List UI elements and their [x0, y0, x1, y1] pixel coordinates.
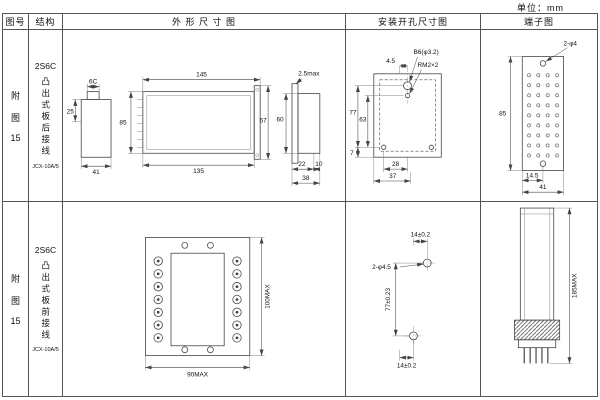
fig-char-1: 附 — [10, 90, 20, 101]
row1-fig-no: 附 图 15 — [3, 30, 29, 202]
socket-front-view — [145, 237, 251, 357]
type-code: JCX-10A/5 — [32, 163, 59, 170]
profile-view: 2.5max 60 22 10 38 — [276, 71, 323, 187]
socket-dimensions: 90MAX 100MAX — [145, 237, 271, 378]
dim-b6: B6(φ3.2) — [413, 49, 438, 56]
row2-mounting-drawing: 14±0.2 2-φ4.5 77±0.23 14±0.2 — [346, 202, 481, 396]
fig-char-2: 图 — [10, 112, 20, 123]
terminal-rear-svg: 2-φ4 85 14.5 41 — [499, 41, 578, 196]
dim-25: 25 — [67, 109, 75, 116]
dim-135: 135 — [193, 168, 204, 175]
dim-6c: 6C — [89, 79, 98, 86]
dim-4-5: 4.5 — [386, 58, 395, 65]
outline-rear-wiring-svg: 6C 25 41 — [67, 71, 323, 187]
dim-67: 67 — [260, 117, 268, 124]
model-label: 2S6C — [34, 244, 57, 255]
relay-side-silhouette — [514, 207, 561, 364]
dim-185max: 185MAX — [571, 273, 578, 298]
panel-cutout — [373, 65, 442, 158]
terminal-dimensions: 2-φ4 85 14.5 41 — [499, 41, 578, 196]
dim-28: 28 — [392, 161, 400, 168]
mounting-holes — [403, 253, 438, 346]
header-structure: 结构 — [29, 14, 63, 30]
unit-label: 单位：mm — [517, 3, 564, 13]
header-outline: 外 形 尺 寸 图 — [63, 14, 346, 30]
dim-60: 60 — [276, 116, 284, 123]
dim-37: 37 — [389, 173, 397, 180]
row2-fig-no: 附 图 15 — [3, 202, 29, 396]
row1-structure: 2S6C 凸出式板后接线 JCX-10A/5 — [29, 30, 63, 202]
dim-41: 41 — [539, 184, 547, 191]
front-view: 145 135 85 67 — [119, 72, 272, 175]
mounting-dimensions: 4.5 B6(φ3.2) RM2×2 77 63 7 28 37 — [349, 49, 439, 184]
dim-77: 77 — [349, 110, 357, 117]
header-mounting: 安装开孔尺寸图 — [346, 14, 481, 30]
header-fig-no: 图号 — [3, 14, 29, 30]
dim-14-5: 14.5 — [526, 172, 539, 179]
row1-outline-drawing: 6C 25 41 — [63, 30, 346, 202]
mounting-rear-svg: 4.5 B6(φ3.2) RM2×2 77 63 7 28 37 — [349, 49, 442, 184]
dim-90max: 90MAX — [187, 371, 209, 378]
fig-number: 15 — [10, 316, 21, 326]
fig-number: 15 — [10, 132, 21, 143]
row2-outline-drawing: 90MAX 100MAX — [63, 202, 346, 396]
header-terminal: 端子图 — [481, 14, 597, 30]
dim-41: 41 — [93, 169, 101, 176]
structure-desc: 凸出式板后接线 — [40, 77, 51, 158]
outline-front-wiring-svg: 90MAX 100MAX — [145, 237, 271, 378]
dim-85: 85 — [499, 111, 507, 118]
row1-mounting-drawing: 4.5 B6(φ3.2) RM2×2 77 63 7 28 37 — [346, 30, 481, 202]
fig-char-2: 图 — [10, 296, 20, 306]
dim-7: 7 — [350, 150, 354, 157]
row1-terminal-drawing: 2-φ4 85 14.5 41 — [481, 30, 597, 202]
side-view: 6C 25 41 — [67, 79, 112, 176]
row2-structure: 2S6C 凸出式板前接线 JCX-10A/5 — [29, 202, 63, 396]
dim-63: 63 — [359, 116, 367, 123]
dim-2phi45: 2-φ4.5 — [372, 264, 391, 271]
structure-desc: 凸出式板前接线 — [40, 260, 51, 342]
terminal-block — [521, 56, 564, 171]
terminal-front-svg: 185MAX — [514, 207, 578, 364]
dim-rm2: RM2×2 — [417, 62, 438, 69]
dim-22: 22 — [298, 161, 306, 168]
dim-14-top: 14±0.2 — [411, 231, 431, 238]
dim-145: 145 — [196, 72, 207, 79]
mounting-dimensions: 14±0.2 2-φ4.5 77±0.23 14±0.2 — [372, 231, 430, 369]
dim-14-bottom: 14±0.2 — [397, 362, 417, 369]
fig-char-1: 附 — [10, 274, 20, 284]
type-code: JCX-10A/5 — [32, 347, 59, 354]
mounting-front-svg: 14±0.2 2-φ4.5 77±0.23 14±0.2 — [372, 231, 438, 369]
dim-77: 77±0.23 — [385, 288, 392, 311]
dim-10: 10 — [315, 161, 323, 168]
dim-2phi4: 2-φ4 — [564, 41, 578, 48]
model-label: 2S6C — [34, 61, 57, 72]
row2-terminal-drawing: 185MAX — [481, 202, 597, 396]
height-dimension: 185MAX — [549, 207, 578, 364]
dim-100max: 100MAX — [264, 284, 271, 309]
dim-38: 38 — [302, 175, 310, 182]
dim-25max: 2.5max — [298, 71, 320, 78]
dim-85: 85 — [119, 119, 127, 126]
dimension-table: 图号 结构 外 形 尺 寸 图 安装开孔尺寸图 端子图 附 图 15 2S6C … — [2, 13, 598, 397]
